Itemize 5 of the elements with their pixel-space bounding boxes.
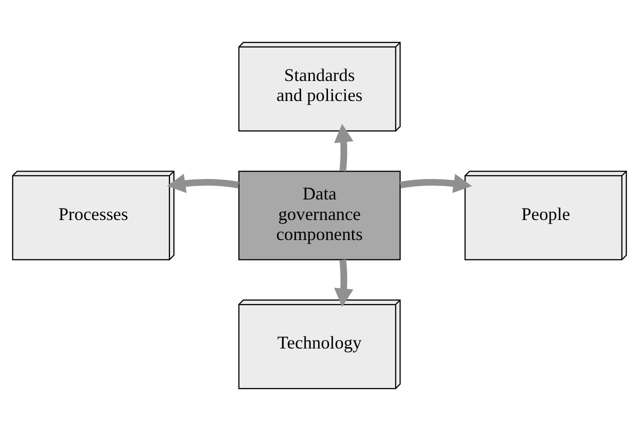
arrow: [167, 173, 240, 192]
node-box: Data governance components: [238, 170, 401, 260]
arrow: [334, 258, 354, 306]
arrow: [400, 173, 472, 192]
arrow: [334, 123, 354, 171]
